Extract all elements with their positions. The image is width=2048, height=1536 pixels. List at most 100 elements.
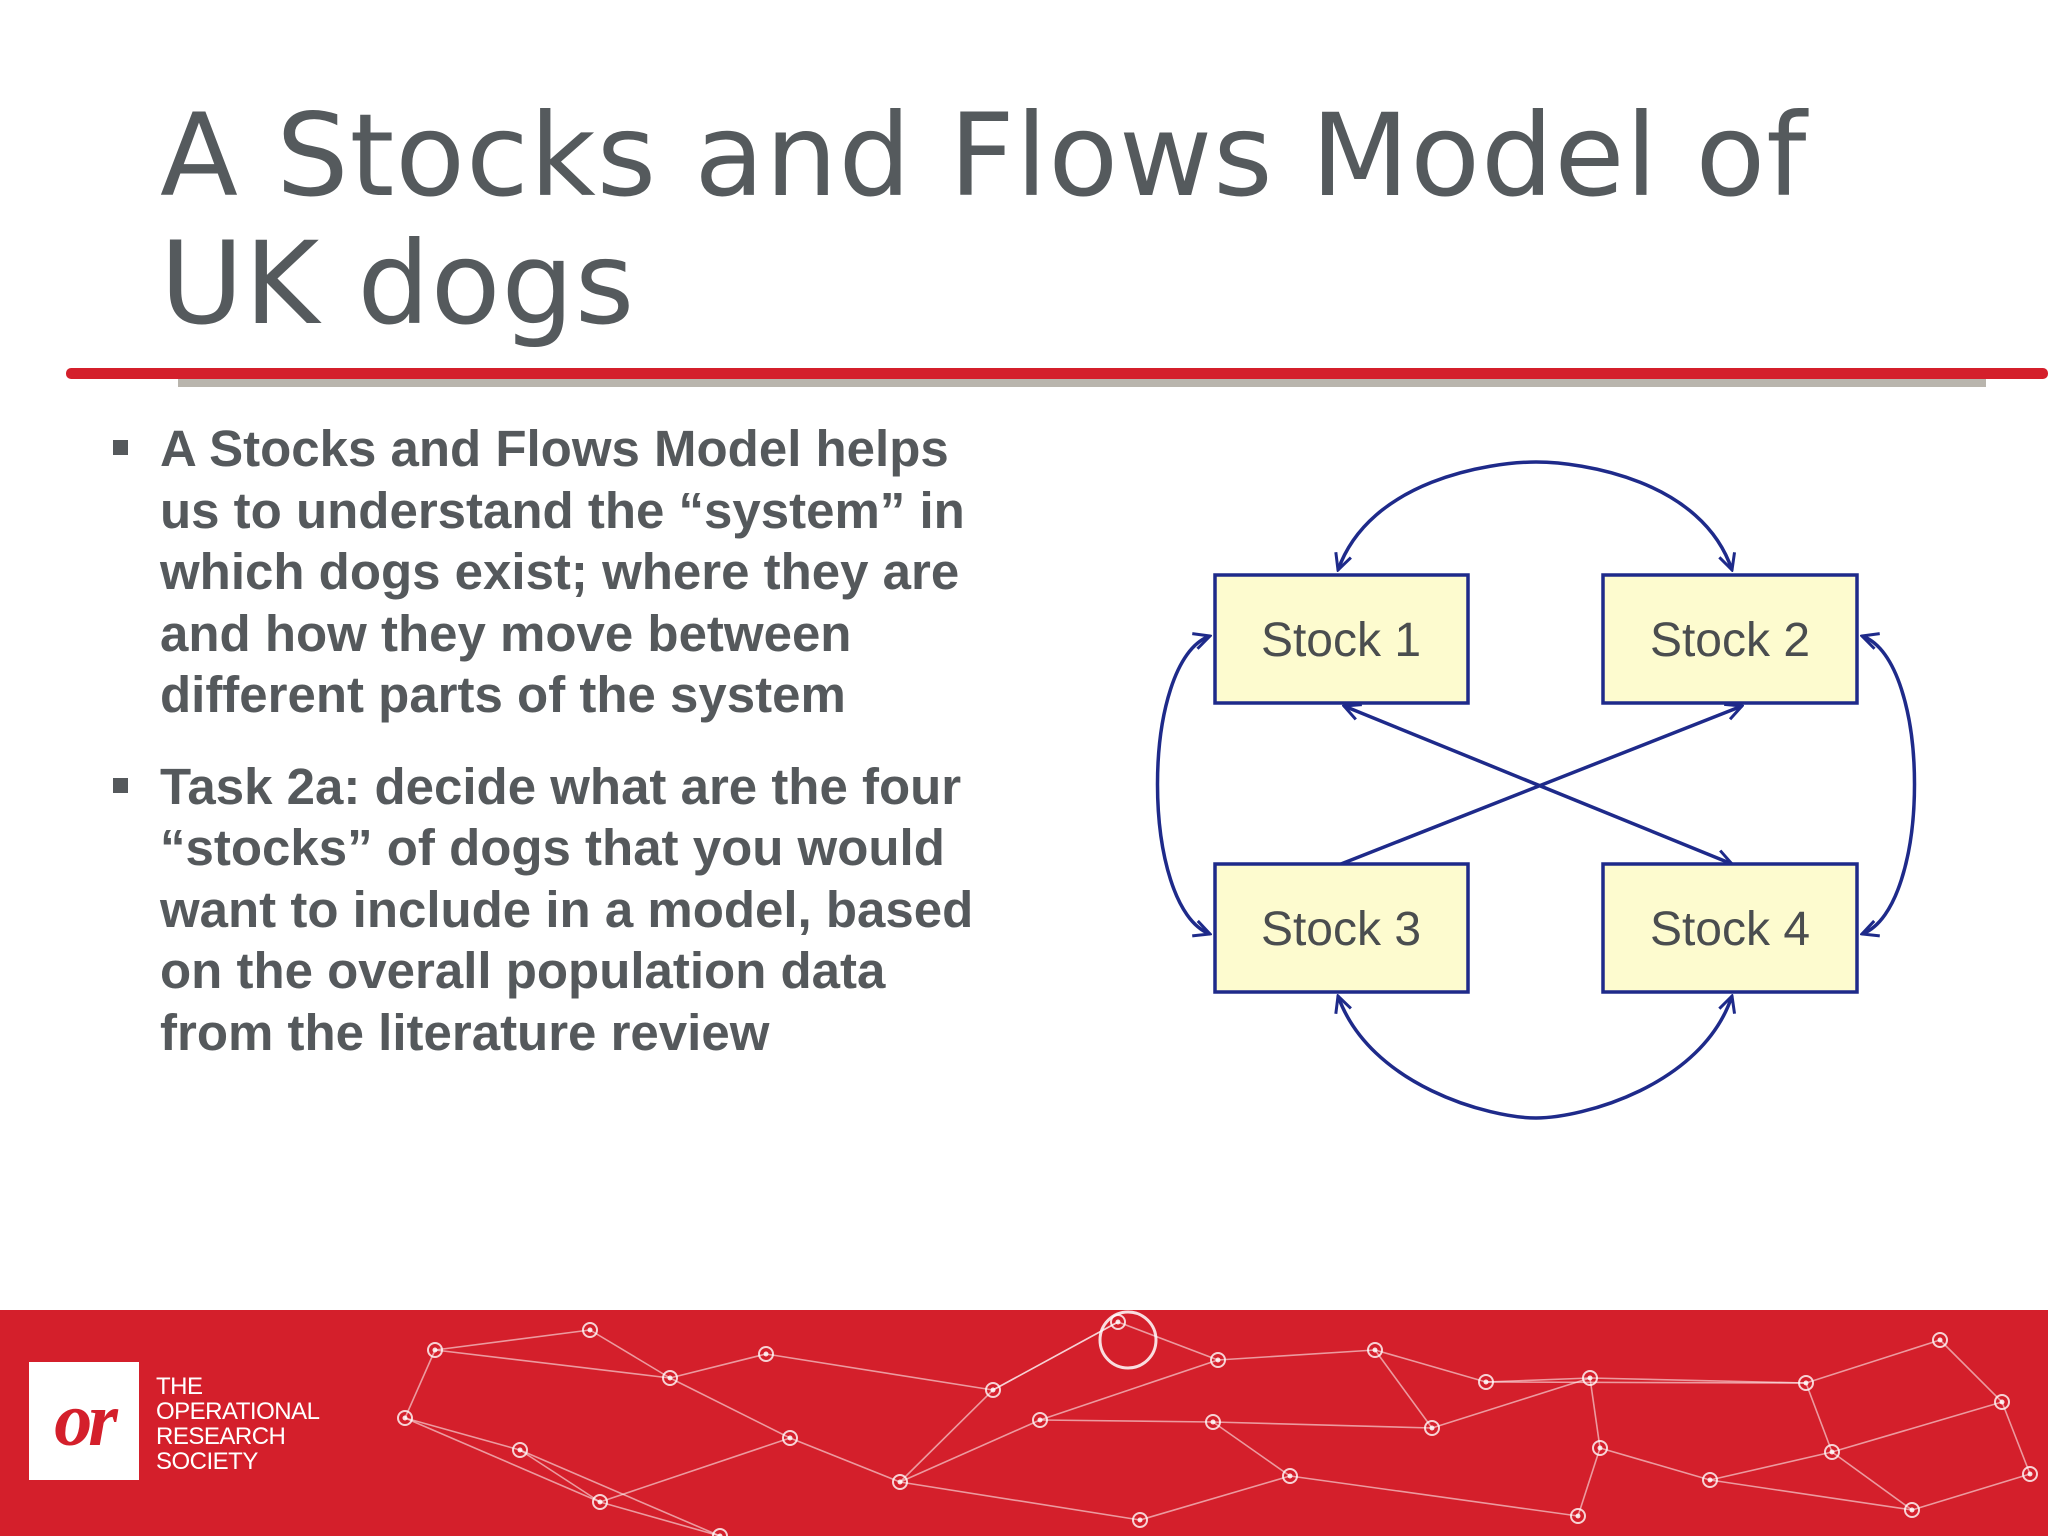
network-node-dot (1707, 1477, 1713, 1483)
network-node (1932, 1332, 1948, 1348)
network-node (1205, 1414, 1221, 1430)
network-node-dot (1999, 1399, 2005, 1405)
network-node-dot (897, 1479, 903, 1485)
network-edge (519, 1449, 601, 1503)
network-edge (1599, 1447, 1711, 1481)
network-edge (1212, 1421, 1433, 1429)
network-node-dot (1483, 1379, 1489, 1385)
stock-node-3: Stock 3 (1213, 862, 1470, 994)
network-edge (669, 1377, 791, 1439)
stock-box (1601, 573, 1859, 705)
network-node (2022, 1466, 2038, 1482)
network-node-dot (1803, 1380, 1809, 1386)
ors-logo: or (29, 1362, 139, 1480)
network-node (1702, 1472, 1718, 1488)
network-node (1592, 1440, 1608, 1456)
stock-label: Stock 1 (1261, 614, 1421, 667)
network-node-dot (597, 1499, 603, 1505)
network-node-dot (1575, 1513, 1581, 1519)
network-node (1367, 1342, 1383, 1358)
network-edge (765, 1353, 994, 1391)
bullet-list: A Stocks and Flows Model helps us to und… (110, 418, 1070, 1093)
network-node-dot (1587, 1375, 1593, 1381)
network-node-dot (1210, 1419, 1216, 1425)
stock-node-1: Stock 1 (1213, 573, 1470, 705)
bullet-line: on the overall population data (160, 942, 886, 999)
bullet-line: different parts of the system (160, 666, 846, 723)
network-node-dot (1829, 1449, 1835, 1455)
network-edge (1805, 1339, 1941, 1384)
network-edge (1485, 1381, 1807, 1384)
network-edge (2001, 1401, 2031, 1475)
network-node (712, 1528, 728, 1536)
network-node-dot (1909, 1507, 1915, 1513)
flow-arrow-stock3-stock4 (1338, 996, 1732, 1120)
stock-label: Stock 3 (1261, 903, 1421, 956)
network-edge (519, 1449, 721, 1536)
network-node-dot (1372, 1347, 1378, 1353)
network-edge (899, 1419, 1041, 1483)
network-edge (1039, 1359, 1219, 1421)
network-edge (1939, 1339, 2003, 1403)
network-edge (992, 1321, 1119, 1391)
network-edge (1374, 1349, 1433, 1429)
network-edge (1911, 1473, 2031, 1511)
stocks-and-flows-diagram: Stock 1 Stock 2 Stock 3 Stock 4 (1155, 460, 1917, 1120)
network-edge (404, 1417, 521, 1451)
network-edge (899, 1389, 994, 1483)
network-edge (404, 1417, 601, 1503)
network-edge (1212, 1421, 1291, 1477)
network-node-dot (432, 1347, 438, 1353)
network-node (1570, 1508, 1586, 1524)
network-node (1132, 1512, 1148, 1528)
stock-node-4: Stock 4 (1601, 862, 1859, 994)
network-edge (589, 1329, 671, 1379)
network-node-dot (1037, 1417, 1043, 1423)
network-node-dot (1937, 1337, 1943, 1343)
title-divider-red (66, 368, 2048, 379)
network-edge (1431, 1377, 1591, 1429)
network-pattern-graphic (397, 1310, 2038, 1536)
logo-text-line: THE (156, 1373, 203, 1400)
network-node (1282, 1468, 1298, 1484)
network-node (1798, 1375, 1814, 1391)
logo-text-line: RESEARCH (156, 1423, 286, 1450)
network-node-dot (763, 1351, 769, 1357)
network-node-dot (517, 1447, 523, 1453)
flow-arrow-stock1-stock3 (1155, 636, 1211, 934)
network-node-dot (717, 1533, 723, 1536)
flow-arrow-stock1-stock2 (1338, 460, 1732, 570)
network-edge (1039, 1419, 1214, 1423)
network-node-dot (1429, 1425, 1435, 1431)
network-node (592, 1494, 608, 1510)
network-node (512, 1442, 528, 1458)
network-edge (1709, 1479, 1913, 1511)
network-node (1582, 1370, 1598, 1386)
title-line-1: A Stocks and Flows Model of (160, 89, 1808, 222)
network-edge (599, 1501, 721, 1536)
network-edge (1117, 1321, 1219, 1361)
bullet-line: from the literature review (160, 1003, 770, 1061)
ors-logo-mark: or (54, 1378, 118, 1462)
network-node (985, 1382, 1001, 1398)
bullet-line: and how they move between (160, 604, 852, 662)
network-node (427, 1342, 443, 1358)
square-bullet-icon (113, 440, 128, 455)
logo-text-line: SOCIETY (156, 1448, 258, 1475)
network-edge (434, 1329, 591, 1351)
network-node (892, 1474, 908, 1490)
bullet-line: Task 2a: decide what are the four (160, 757, 962, 815)
network-node (662, 1370, 678, 1386)
stock-node-2: Stock 2 (1601, 573, 1859, 705)
network-node-dot (587, 1327, 593, 1333)
network-node (1478, 1374, 1494, 1390)
bullet-line: A Stocks and Flows Model helps (160, 420, 949, 477)
network-node (1904, 1502, 1920, 1518)
bullet-item: A Stocks and Flows Model helps us to und… (110, 418, 1070, 726)
logo-text-line: OPERATIONAL (156, 1398, 320, 1425)
network-node-dot (990, 1387, 996, 1393)
network-node-dot (667, 1375, 673, 1381)
bullet-line: us to understand the “system” in (160, 481, 965, 539)
network-node-dot (1115, 1319, 1121, 1325)
